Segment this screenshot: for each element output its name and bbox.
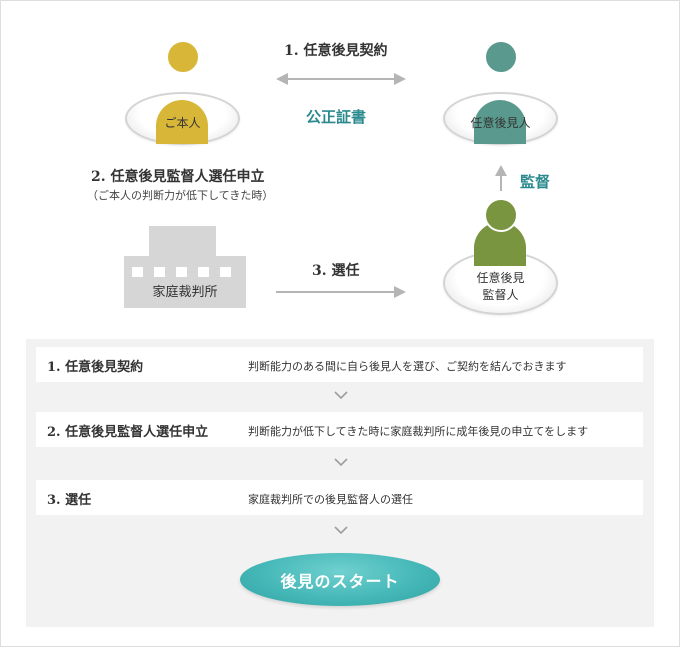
supervisor-label-line1: 任意後見 xyxy=(476,271,525,285)
appointment-label: 3. 選任 xyxy=(312,263,360,279)
step-row: 2. 任意後見監督人選任申立 判断能力が低下してきた時に家庭裁判所に成年後見の申… xyxy=(36,412,643,447)
chevron-down-icon xyxy=(334,526,348,535)
supervisor-label-line2: 監督人 xyxy=(482,288,519,302)
petition-label: 2. 任意後見監督人選任申立 xyxy=(91,169,265,185)
chevron-down-icon xyxy=(334,458,348,467)
guardianship-start-button[interactable]: 後見のスタート xyxy=(240,553,440,606)
guardian-label: 任意後見人 xyxy=(470,116,531,130)
step-title: 1. 任意後見契約 xyxy=(47,360,144,375)
supervision-label: 監督 xyxy=(520,173,551,191)
principal-label: ご本人 xyxy=(164,116,201,130)
court-building-icon: 家庭裁判所 xyxy=(124,226,246,308)
court-window xyxy=(220,267,231,277)
step-description: 家庭裁判所での後見監督人の選任 xyxy=(248,493,413,506)
court-window xyxy=(198,267,209,277)
principal-head-icon xyxy=(166,40,200,74)
appointment-arrow-icon xyxy=(276,286,406,298)
step-description: 判断能力が低下してきた時に家庭裁判所に成年後見の申立てをします xyxy=(248,425,589,438)
supervision-arrow-icon xyxy=(495,165,507,191)
court-label: 家庭裁判所 xyxy=(152,285,218,300)
guardian-figure: 任意後見人 xyxy=(443,40,558,145)
step-row: 1. 任意後見契約 判断能力のある間に自ら後見人を選び、ご契約を結んでおきます xyxy=(36,347,643,382)
supervisor-disc xyxy=(443,251,558,315)
step-description: 判断能力のある間に自ら後見人を選び、ご契約を結んでおきます xyxy=(248,360,567,373)
chevron-down-icon xyxy=(334,391,348,400)
supervisor-figure: 任意後見 監督人 xyxy=(443,198,558,316)
contract-label: 1. 任意後見契約 xyxy=(284,43,388,59)
court-roof xyxy=(149,226,216,256)
court-window xyxy=(176,267,187,277)
guardian-body-icon xyxy=(474,100,526,144)
principal-figure: ご本人 xyxy=(125,40,240,145)
step-title: 3. 選任 xyxy=(47,493,92,508)
contract-arrow-icon xyxy=(276,73,406,85)
court-window xyxy=(154,267,165,277)
supervisor-head-icon xyxy=(484,198,518,232)
step-title: 2. 任意後見監督人選任申立 xyxy=(47,425,209,440)
guardian-head-icon xyxy=(484,40,518,74)
petition-note: （ご本人の判断力が低下してきた時） xyxy=(87,189,274,202)
court-window xyxy=(132,267,143,277)
notarial-deed-label: 公正証書 xyxy=(306,108,367,126)
court-body xyxy=(124,256,246,308)
principal-body-icon xyxy=(156,100,208,144)
step-row: 3. 選任 家庭裁判所での後見監督人の選任 xyxy=(36,480,643,515)
